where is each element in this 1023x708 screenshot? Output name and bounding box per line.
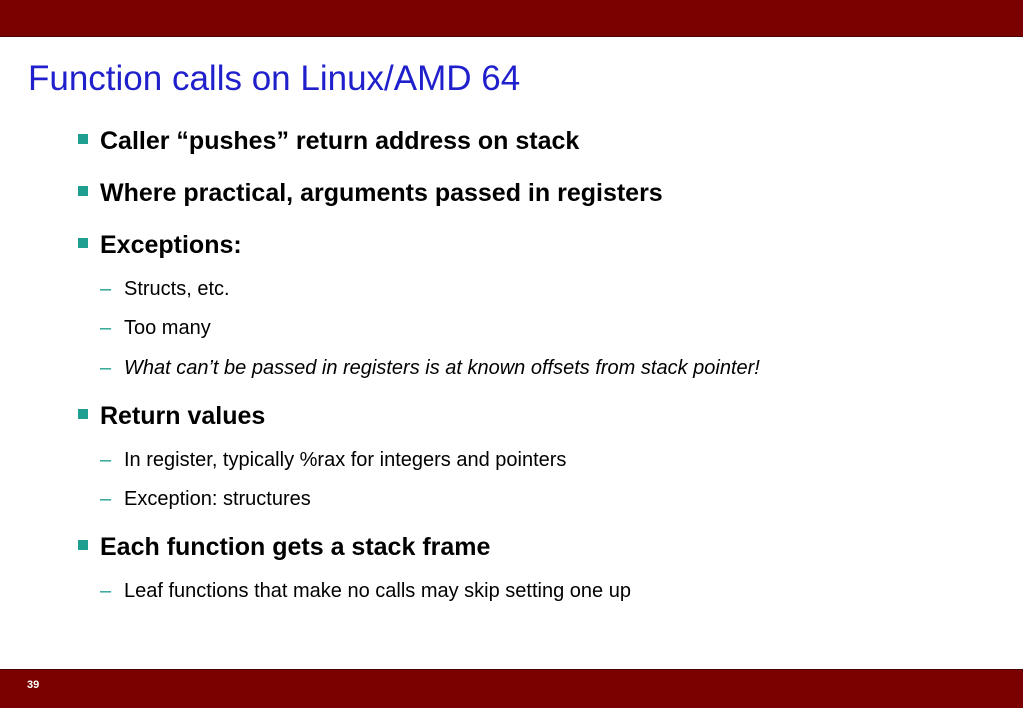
sub-bullet-text: Leaf functions that make no calls may sk… xyxy=(124,580,631,602)
sub-bullet-item: –Exception: structures xyxy=(100,486,311,512)
dash-bullet-icon: – xyxy=(100,357,112,379)
footer-bar: 39 xyxy=(0,669,1023,708)
sub-bullet-text: Too many xyxy=(124,317,211,339)
dash-bullet-icon: – xyxy=(100,580,112,602)
sub-bullet-text: Exception: structures xyxy=(124,488,311,510)
square-bullet-icon xyxy=(78,409,88,420)
bullet-text: Return values xyxy=(100,402,266,430)
sub-bullet-item: –Leaf functions that make no calls may s… xyxy=(100,578,631,604)
sub-bullet-item: –What can’t be passed in registers is at… xyxy=(100,355,760,381)
dash-bullet-icon: – xyxy=(100,278,112,300)
bullet-text: Each function gets a stack frame xyxy=(100,533,491,561)
page-number: 39 xyxy=(27,679,40,691)
square-bullet-icon xyxy=(78,238,88,249)
square-bullet-icon xyxy=(78,186,88,197)
slide-title: Function calls on Linux/AMD 64 xyxy=(28,59,521,98)
bullet-item: Exceptions: xyxy=(78,229,242,261)
sub-bullet-text: In register, typically %rax for integers… xyxy=(124,449,567,471)
dash-bullet-icon: – xyxy=(100,449,112,471)
bullet-item: Where practical, arguments passed in reg… xyxy=(78,177,663,209)
bullet-item: Caller “pushes” return address on stack xyxy=(78,125,579,157)
sub-bullet-item: –In register, typically %rax for integer… xyxy=(100,447,566,473)
bullet-text: Exceptions: xyxy=(100,231,242,259)
bullet-item: Return values xyxy=(78,400,265,432)
sub-bullet-text: What can’t be passed in registers is at … xyxy=(124,357,760,379)
header-bar xyxy=(0,0,1023,37)
square-bullet-icon xyxy=(78,134,88,145)
sub-bullet-text: Structs, etc. xyxy=(124,278,230,300)
sub-bullet-item: –Too many xyxy=(100,315,211,341)
dash-bullet-icon: – xyxy=(100,488,112,510)
dash-bullet-icon: – xyxy=(100,317,112,339)
sub-bullet-item: –Structs, etc. xyxy=(100,276,230,302)
bullet-text: Caller “pushes” return address on stack xyxy=(100,127,580,155)
square-bullet-icon xyxy=(78,540,88,551)
bullet-text: Where practical, arguments passed in reg… xyxy=(100,179,663,207)
bullet-item: Each function gets a stack frame xyxy=(78,531,490,563)
